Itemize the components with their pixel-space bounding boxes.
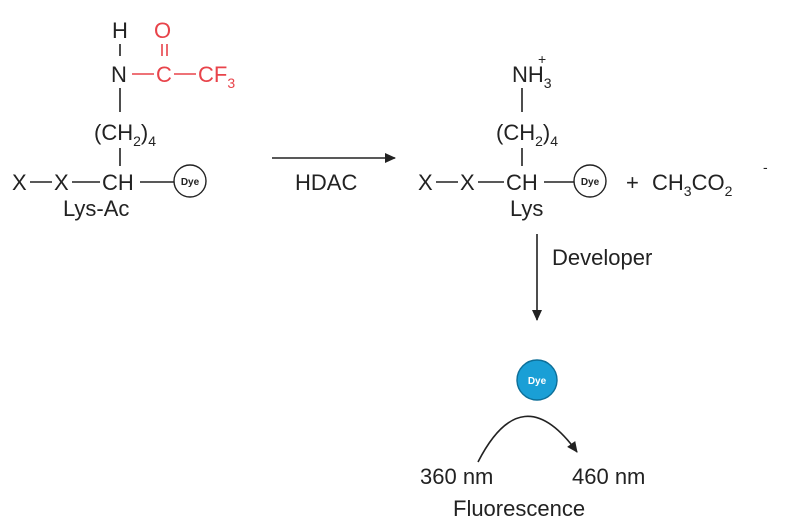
- plus-sign: +: [626, 170, 639, 195]
- excitation-wavelength: 360 nm: [420, 464, 493, 489]
- substrate-methylene-chain: (CH2)4: [94, 120, 156, 149]
- ammonium-group: NH3: [512, 62, 552, 91]
- substrate-n-atom: N: [111, 62, 127, 87]
- carbonyl-o-atom: O: [154, 18, 171, 43]
- developer-reaction-arrow: Developer: [532, 234, 652, 321]
- substrate-h-atom: H: [112, 18, 128, 43]
- released-dye: Dye: [516, 359, 558, 401]
- released-dye-label: Dye: [528, 376, 547, 387]
- carbonyl-c-atom: C: [156, 62, 172, 87]
- acetate-byproduct: CH3CO2: [652, 170, 733, 199]
- hdac-reaction-arrow: HDAC: [272, 153, 396, 195]
- acetate-charge: -: [763, 159, 768, 175]
- fluorescent-dye-circle: [516, 359, 558, 401]
- substrate-ch: CH: [102, 170, 134, 195]
- fluorescence-caption: Fluorescence: [453, 496, 585, 521]
- trifluoromethyl-group: CF3: [198, 62, 235, 91]
- product-methylene-chain: (CH2)4: [496, 120, 558, 149]
- product-ch: CH: [506, 170, 538, 195]
- product-dye-quenched: Dye: [573, 164, 607, 198]
- substrate-dye-label: Dye: [181, 177, 200, 188]
- substrate-structure: H N O C CF3 (CH2)4 X X CH Dye Lys-Ac: [12, 18, 235, 221]
- substrate-dye-quenched: Dye: [173, 164, 207, 198]
- substrate-x1: X: [12, 170, 27, 195]
- ammonium-charge: +: [538, 51, 546, 67]
- product-label: Lys: [510, 196, 543, 221]
- product-x1: X: [418, 170, 433, 195]
- hdac-label: HDAC: [295, 170, 357, 195]
- emission-wavelength: 460 nm: [572, 464, 645, 489]
- excitation-emission-arrow: [477, 415, 578, 463]
- developer-label: Developer: [552, 245, 652, 270]
- product-structure: NH3 + (CH2)4 X X CH Dye + CH3CO2 - Lys: [418, 51, 768, 221]
- substrate-label: Lys-Ac: [63, 196, 129, 221]
- product-x2: X: [460, 170, 475, 195]
- product-dye-label: Dye: [581, 177, 600, 188]
- substrate-x2: X: [54, 170, 69, 195]
